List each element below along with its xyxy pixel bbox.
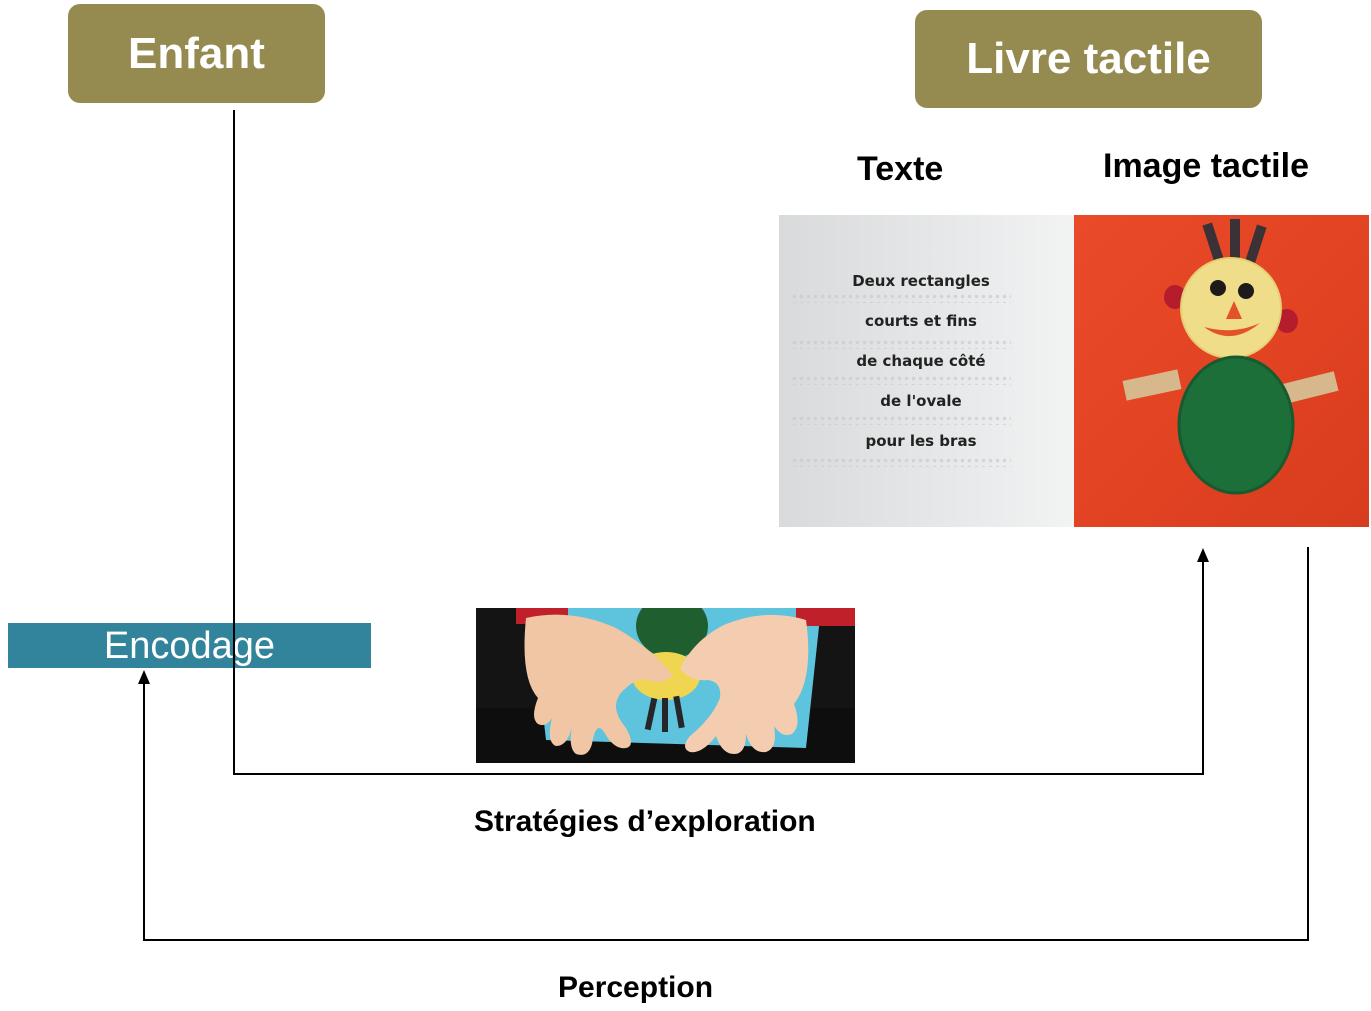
book-text-line: Deux rectangles [852, 272, 990, 290]
livre-tactile-label: Livre tactile [966, 34, 1211, 83]
encodage-label: Encodage [103, 625, 276, 667]
book-page-text: Deux rectangles courts et fins de chaque… [821, 269, 1021, 469]
enfant-label: Enfant [128, 28, 265, 78]
book-text-line: courts et fins [865, 312, 977, 330]
hands-illustration [476, 608, 855, 763]
perception-label: Perception [558, 971, 714, 1004]
book-text-line: de l'ovale [880, 392, 962, 410]
strategies-exploration-label: Stratégies d’exploration [474, 805, 816, 838]
book-text-line: pour les bras [865, 432, 977, 450]
image-tactile-label: Image tactile [1103, 147, 1309, 185]
book-text-line: de chaque côté [856, 352, 986, 370]
book-text-page: Deux rectangles courts et fins de chaque… [779, 215, 1074, 527]
enfant-node: Enfant [68, 4, 325, 103]
arrow-to-encodage [138, 670, 150, 684]
tactile-image-page [1074, 215, 1369, 527]
child-hands-exploring-photo [476, 608, 855, 763]
texte-label: Texte [857, 150, 944, 188]
tactile-book-photo: Deux rectangles courts et fins de chaque… [779, 215, 1369, 527]
livre-tactile-node: Livre tactile [915, 10, 1262, 108]
arrow-to-book [1197, 548, 1209, 562]
tactile-figure-illustration [1122, 219, 1339, 495]
encodage-node: Encodage [8, 623, 371, 668]
